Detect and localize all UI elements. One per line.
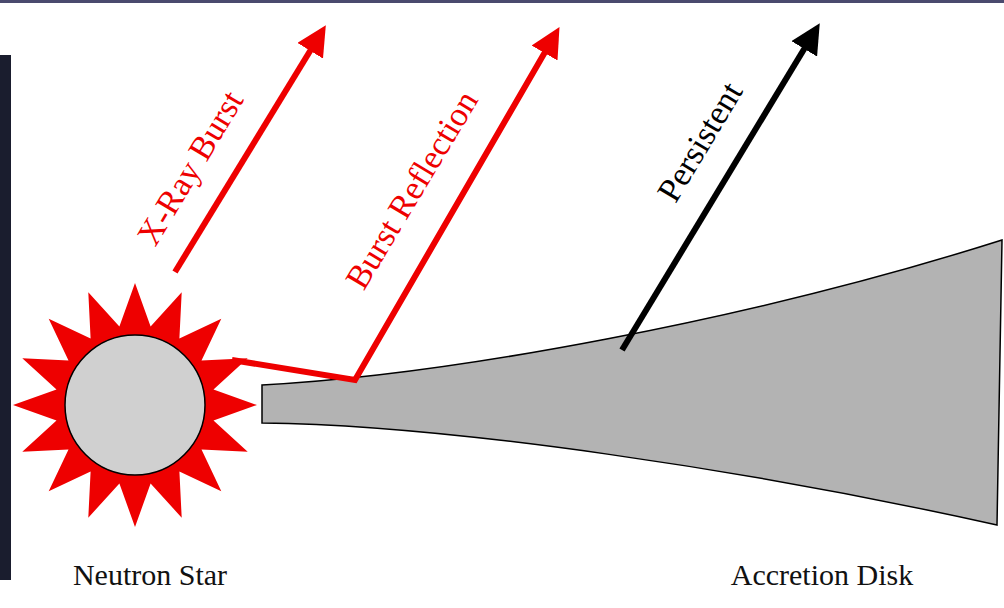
accretion-disk: Accretion Disk (640, 240, 1004, 600)
arrow-label: X-Ray Burst (131, 85, 249, 251)
neutron-star-shape (65, 335, 205, 475)
neutron-star: Neutron Star (0, 285, 300, 600)
burst-flare (13, 283, 257, 527)
reflection-arrow (232, 40, 552, 380)
node-label: Neutron Star (0, 558, 300, 592)
node-label: Accretion Disk (640, 558, 1004, 592)
persistent-arrow (622, 36, 812, 350)
top-bar (0, 0, 1004, 3)
arrow-label: Persistent (651, 77, 748, 208)
side-strip (0, 55, 11, 580)
